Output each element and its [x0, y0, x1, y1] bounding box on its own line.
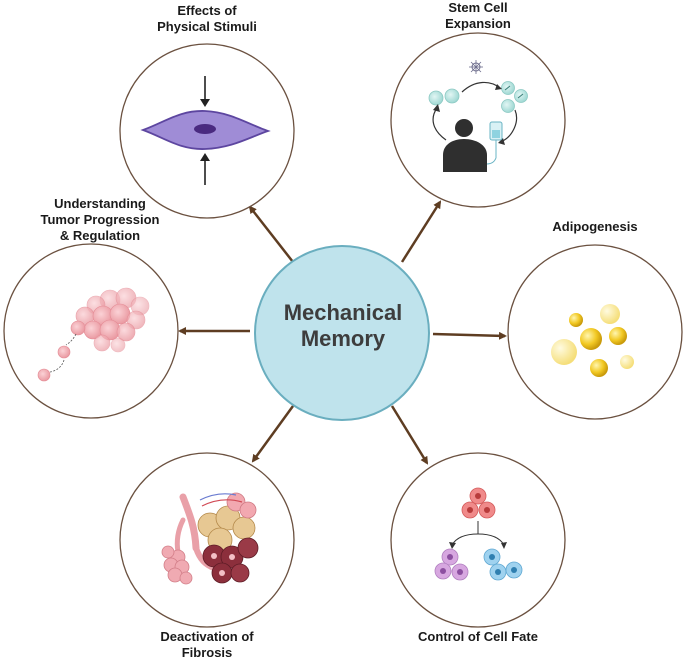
stem-cell-label-line1: Stem Cell	[448, 0, 508, 15]
tumor-cluster-icon	[37, 287, 150, 382]
cell-differentiation-icon	[434, 487, 523, 581]
arrow-to-stem-cell-expansion	[400, 200, 442, 263]
arrow-to-cell-fate	[390, 405, 429, 465]
physical-stimuli-label-line2: Physical Stimuli	[157, 19, 257, 34]
cell-fate-circle	[390, 452, 566, 628]
fibrosis-label-line2: Fibrosis	[181, 645, 233, 660]
center-title: Mechanical Memory	[255, 300, 431, 352]
tumor-label-line3: & Regulation	[59, 228, 141, 243]
tumor-label-line2: Tumor Progression	[40, 212, 160, 227]
arrows	[178, 200, 507, 465]
center-title-line1: Mechanical	[283, 300, 403, 325]
stem-cell-cycle-icon	[428, 60, 528, 172]
fat-droplets-icon	[551, 304, 634, 377]
center-node	[254, 245, 430, 421]
arrow-to-adipogenesis	[432, 331, 507, 340]
arrow-to-physical-stimuli	[248, 205, 294, 263]
stem-cell-label: Stem Cell Expansion	[418, 0, 538, 32]
stem-cell-circle	[390, 32, 566, 208]
cell-fate-label: Control of Cell Fate	[398, 629, 558, 645]
fibrosis-label: Deactivation of Fibrosis	[137, 629, 277, 661]
arrow-to-fibrosis	[251, 405, 295, 463]
fibrosis-circle	[119, 452, 295, 628]
stem-cell-label-line2: Expansion	[445, 16, 511, 31]
physical-stimuli-label-line1: Effects of	[177, 3, 237, 18]
adipogenesis-label-line1: Adipogenesis	[552, 219, 638, 234]
cell-compression-icon	[140, 76, 271, 185]
tumor-label: Understanding Tumor Progression & Regula…	[20, 196, 180, 244]
center-title-line2: Memory	[300, 326, 386, 351]
tumor-label-line1: Understanding	[54, 196, 146, 211]
fibrosis-label-line1: Deactivation of	[160, 629, 254, 644]
cell-fate-label-line1: Control of Cell Fate	[418, 629, 538, 644]
lung-alveoli-icon	[161, 492, 259, 585]
adipogenesis-label: Adipogenesis	[530, 219, 660, 235]
physical-stimuli-label: Effects of Physical Stimuli	[137, 3, 277, 35]
